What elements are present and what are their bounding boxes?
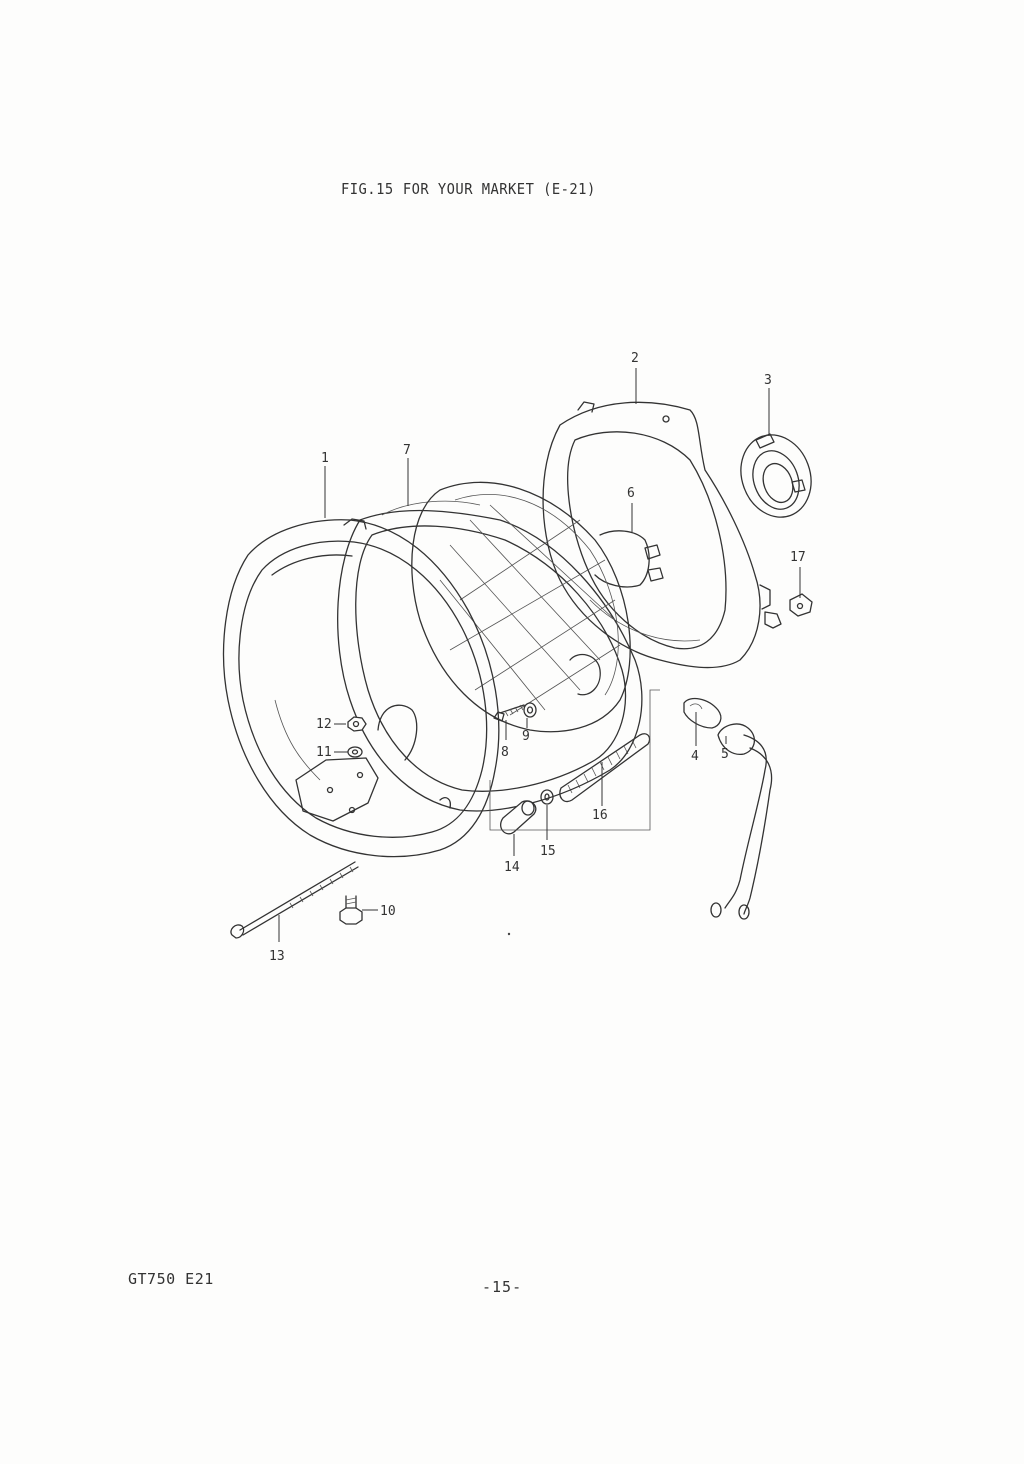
callout-2: 2 [631, 351, 639, 366]
figure-title: FIG.15 FOR YOUR MARKET (E-21) [341, 180, 596, 198]
part-8-screw [493, 704, 525, 722]
leader-lines [278, 368, 801, 942]
callout-11: 11 [316, 745, 332, 760]
part-11-lock-washer [347, 746, 363, 758]
callout-8: 8 [501, 745, 509, 760]
print-speck [507, 932, 511, 936]
callout-13: 13 [269, 949, 285, 964]
part-9-washer [523, 702, 537, 718]
part-15-washer [540, 789, 554, 805]
part-16-tube [559, 733, 651, 803]
part-6-bulb-connector [594, 530, 664, 588]
page-number: -15- [482, 1278, 523, 1296]
figure-caption: FOR YOUR MARKET (E-21) [402, 180, 596, 198]
part-5-socket-with-wires [710, 723, 773, 920]
callout-5: 5 [721, 747, 729, 762]
part-13-long-bolt [230, 861, 359, 939]
callout-15: 15 [540, 844, 556, 859]
callout-1: 1 [321, 451, 329, 466]
part-17-clip [789, 593, 813, 617]
callout-10: 10 [380, 904, 396, 919]
sealed-beam-lens [377, 481, 631, 761]
part-1-outer-ring [222, 518, 500, 858]
model-code: GT750 E21 [128, 1270, 214, 1288]
callout-9: 9 [522, 729, 530, 744]
callout-3: 3 [764, 373, 772, 388]
callout-14: 14 [504, 860, 520, 875]
callout-6: 6 [627, 486, 635, 501]
part-10-bolt [339, 895, 363, 925]
assembly-bracket [489, 689, 660, 831]
callout-17: 17 [790, 550, 806, 565]
part-14-sleeve [499, 800, 537, 835]
part-12-nut [347, 716, 367, 732]
callout-labels: 1 2 3 4 5 6 7 8 9 10 11 12 13 14 15 16 1… [269, 351, 806, 964]
callout-4: 4 [691, 749, 699, 764]
part-2-headlight-housing [542, 401, 782, 669]
callout-16: 16 [592, 808, 608, 823]
callout-12: 12 [316, 717, 332, 732]
figure-number: FIG.15 [341, 180, 394, 198]
callout-7: 7 [403, 443, 411, 458]
part-3-cap [740, 433, 812, 518]
part-7-rim [337, 500, 643, 812]
part-4-bulb [683, 697, 722, 729]
